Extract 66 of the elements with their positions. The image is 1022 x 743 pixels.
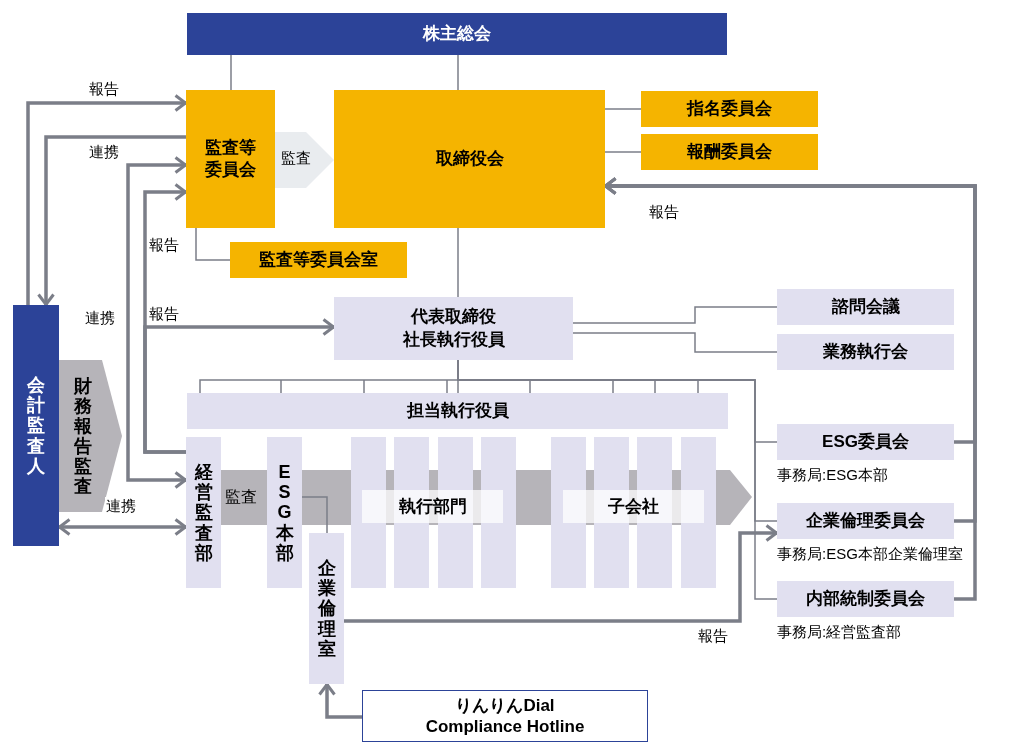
connector-line [604, 151, 642, 153]
node-label: 監査等委員会室 [259, 249, 378, 272]
committee-box [186, 90, 275, 228]
node-label: 取締役会 [435, 148, 504, 171]
edge-label: 連携 [105, 497, 137, 515]
connector-line [572, 306, 778, 324]
node-label: 執行部門 [398, 495, 467, 518]
auditor-box [13, 305, 59, 546]
committee-box [641, 91, 818, 127]
arrow [143, 318, 335, 454]
node-label: 企業倫理委員会 [806, 510, 925, 533]
node-label: 企業倫理室 [317, 558, 336, 659]
connector-line [230, 54, 232, 91]
arrow [58, 518, 187, 536]
connector-line [195, 227, 231, 261]
node-label: 子会社 [608, 495, 659, 518]
connector-line [604, 108, 642, 110]
hotline-box [362, 690, 648, 742]
node-label: 諮問会議 [831, 296, 900, 319]
arrow [344, 524, 778, 623]
node-label: りんりんDial Compliance Hotline [424, 694, 586, 738]
committee-box [230, 242, 407, 278]
arrow [37, 135, 186, 306]
committee-box [334, 90, 605, 228]
edge-label: 報告 [148, 305, 180, 323]
connector-line [457, 54, 459, 91]
org-box [777, 289, 954, 325]
org-box [187, 393, 728, 429]
node-label: 会計監査人 [27, 375, 45, 476]
audit-chevron [59, 360, 122, 512]
node-label: 経営監査部 [194, 462, 213, 563]
edge-label: 報告 [88, 80, 120, 98]
department-box [186, 437, 221, 588]
node-label: ESG委員会 [822, 431, 909, 454]
flow-label: 監査 [225, 487, 257, 507]
edge-label: 報告 [697, 627, 729, 645]
node-label: ESG本部 [275, 462, 294, 563]
edge-label: 監査 [280, 149, 312, 167]
committee-box [641, 134, 818, 170]
node-label: 株主総会 [423, 23, 491, 46]
org-box [334, 297, 573, 360]
header-box [187, 13, 727, 55]
connector-line [301, 496, 328, 534]
node-label: 指名委員会 [687, 98, 772, 121]
arrow [604, 177, 977, 601]
node-label: 報酬委員会 [687, 141, 772, 164]
group-label-box [362, 490, 503, 523]
node-label: 代表取締役社長執行役員 [402, 306, 505, 351]
node-label: 財務報告監査 [73, 375, 92, 497]
edge-label: 報告 [148, 236, 180, 254]
edge-label: 連携 [84, 309, 116, 327]
edge-label: 連携 [88, 143, 120, 161]
arrow [126, 156, 187, 489]
edge-label: 報告 [648, 203, 680, 221]
group-label-box [563, 490, 704, 523]
node-label: 担当執行役員 [406, 400, 509, 423]
connector-line [572, 332, 778, 353]
arrow [26, 94, 187, 305]
department-box [309, 533, 344, 684]
node-label: 監査等委員会 [205, 136, 256, 181]
arrow [318, 683, 362, 719]
org-box [777, 334, 954, 370]
node-label: 内部統制委員会 [806, 588, 925, 611]
department-box [267, 437, 302, 588]
connector-line [457, 227, 459, 298]
node-label: 業務執行会 [823, 341, 908, 364]
